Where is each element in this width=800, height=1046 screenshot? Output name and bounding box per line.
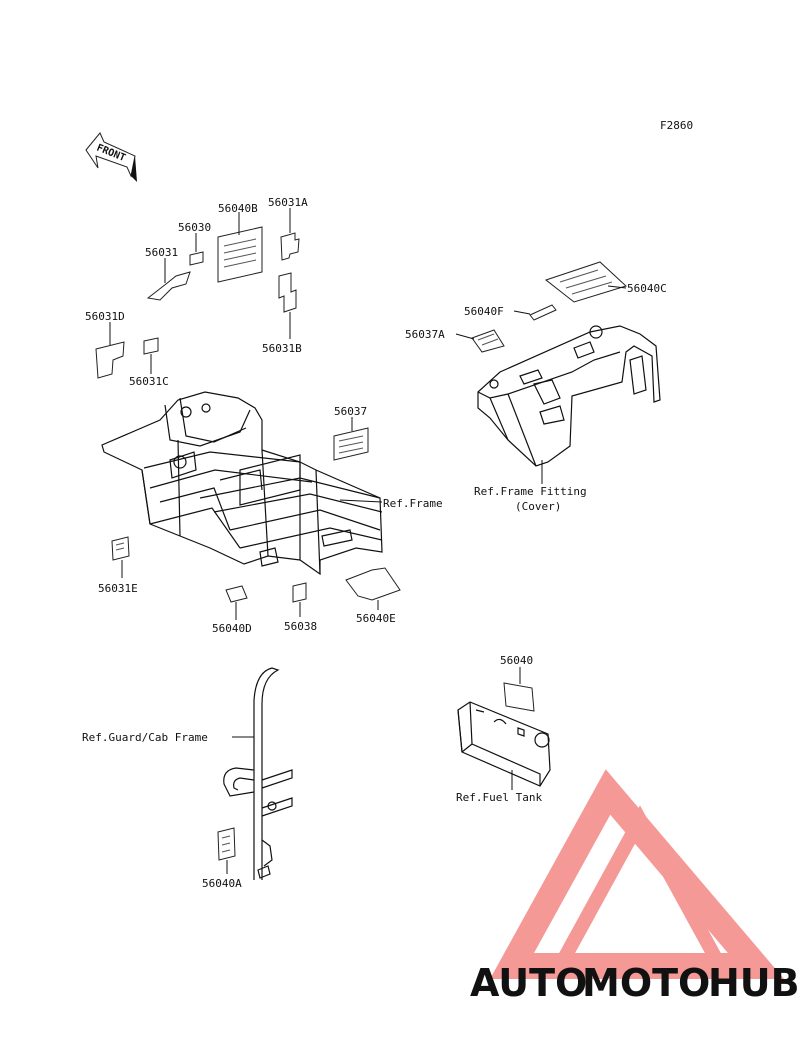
part-56038: 56038 (284, 582, 317, 633)
part-56031C: 56031C (129, 337, 169, 388)
label-56040A: 56040A (202, 877, 242, 890)
part-56031E: 56031E (98, 536, 138, 595)
ref-fuel-tank-label: Ref.Fuel Tank (456, 791, 542, 804)
label-56040F: 56040F (464, 305, 504, 318)
part-56040A: 56040A (202, 827, 242, 890)
figure-code: F2860 (660, 119, 693, 132)
label-56040D: 56040D (212, 622, 252, 635)
label-56037: 56037 (334, 405, 367, 418)
label-56040E: 56040E (356, 612, 396, 625)
label-56040: 56040 (500, 654, 533, 667)
automotohub-logo-icon (489, 769, 785, 979)
frame-fitting-cover (477, 325, 661, 467)
label-56031E: 56031E (98, 582, 138, 595)
label-56031: 56031 (145, 246, 178, 259)
label-56037A: 56037A (405, 328, 445, 341)
watermark-hub: HUB (708, 961, 800, 1005)
label-56040C: 56040C (627, 282, 667, 295)
label-56031C: 56031C (129, 375, 169, 388)
part-56040: 56040 (500, 654, 535, 712)
label-56030: 56030 (178, 221, 211, 234)
label-56031D: 56031D (85, 310, 125, 323)
ref-guard-label: Ref.Guard/Cab Frame (82, 731, 208, 744)
part-56031D: 56031D (85, 310, 125, 379)
part-56031B: 56031B (262, 272, 302, 355)
part-56040F: 56040F (464, 304, 557, 321)
part-56040C: 56040C (544, 261, 667, 303)
leader-ref-frame (339, 499, 383, 503)
ref-frame-fitting-label: Ref.Frame Fitting (474, 485, 587, 498)
part-56031A: 56031A (268, 196, 308, 261)
part-56030: 56030 (178, 221, 211, 266)
label-56031A: 56031A (268, 196, 308, 209)
part-56040B: 56040B (217, 202, 263, 283)
watermark-moto: MOTO (582, 961, 710, 1005)
frame-assembly (101, 391, 383, 576)
part-56040D: 56040D (212, 585, 252, 635)
part-56037: 56037 (333, 405, 369, 461)
fuel-tank (457, 701, 551, 787)
guard-cab-frame (223, 667, 293, 880)
part-56037A: 56037A (405, 328, 505, 353)
front-arrow-icon: FRONT (85, 132, 137, 182)
part-56031: 56031 (145, 246, 191, 301)
watermark-auto: AUTO (470, 961, 587, 1005)
label-56038: 56038 (284, 620, 317, 633)
label-56040B: 56040B (218, 202, 258, 215)
ref-frame-fitting-sub-label: (Cover) (515, 500, 561, 513)
label-56031B: 56031B (262, 342, 302, 355)
ref-frame-label: Ref.Frame (383, 497, 443, 510)
part-56040E: 56040E (345, 567, 401, 625)
